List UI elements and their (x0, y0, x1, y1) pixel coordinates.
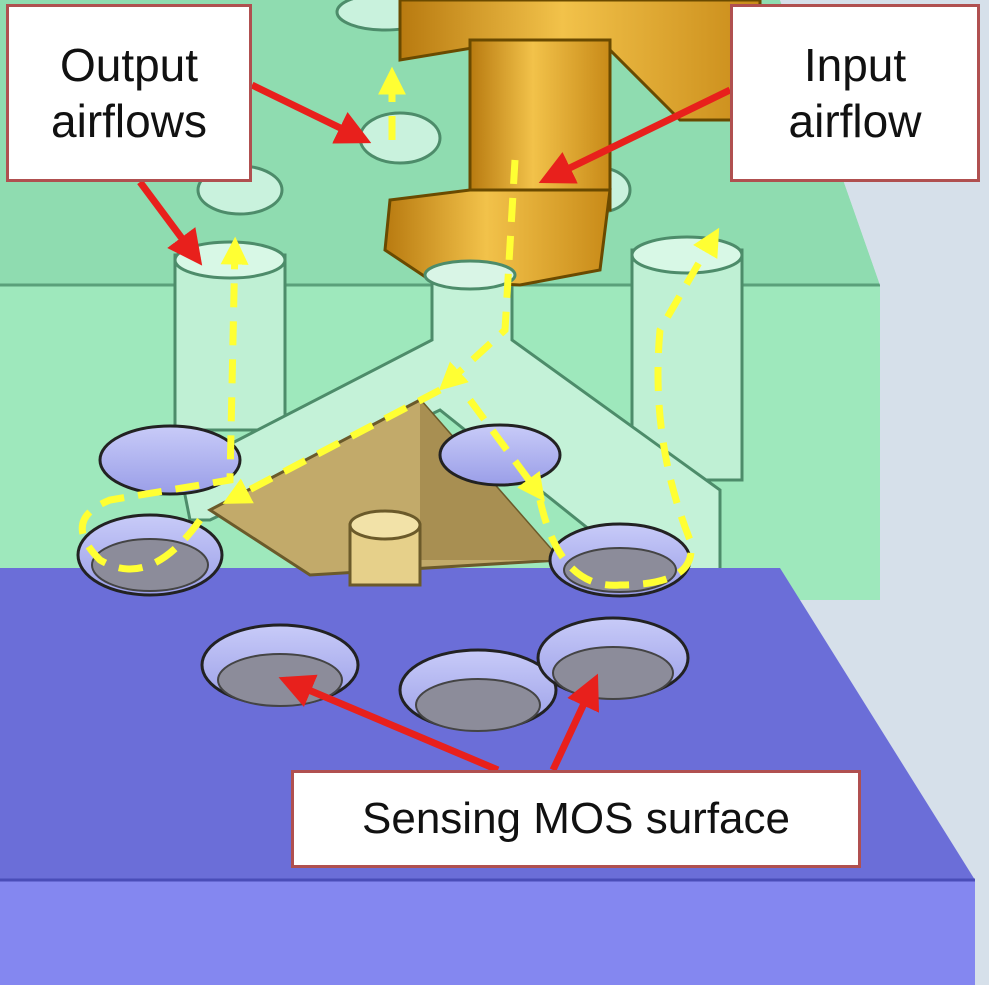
airflow-paths (78, 66, 720, 589)
pointer-arrow (549, 673, 600, 772)
flow-arrow (78, 236, 249, 573)
flow-arrow (536, 227, 720, 589)
output-airflows-callout: Output airflows (6, 4, 252, 182)
flow-arrow (222, 386, 442, 504)
pointer-arrow (278, 674, 500, 774)
pointer-arrow (137, 179, 203, 266)
sensing-surface-callout: Sensing MOS surface (291, 770, 861, 868)
sensor-well (438, 423, 562, 487)
pointer-arrow (250, 81, 372, 144)
pointer-arrows (137, 81, 732, 774)
flow-arrow (467, 397, 545, 502)
input-label-line2: airflow (788, 95, 922, 147)
flow-arrow (438, 159, 519, 391)
base-plate-front (0, 880, 975, 985)
input-label-line1: Input (803, 38, 907, 91)
sensing-label: Sensing MOS surface (362, 794, 790, 844)
pointer-arrow (538, 86, 732, 184)
sensor-well (98, 424, 242, 496)
fitting-nozzle (383, 0, 762, 291)
center-pin (348, 509, 422, 587)
output-label-line2: airflows (51, 95, 207, 147)
outlet-hole (358, 111, 442, 165)
input-airflow-callout: Input airflow (730, 4, 980, 182)
output-label-line1: Output (59, 38, 199, 91)
